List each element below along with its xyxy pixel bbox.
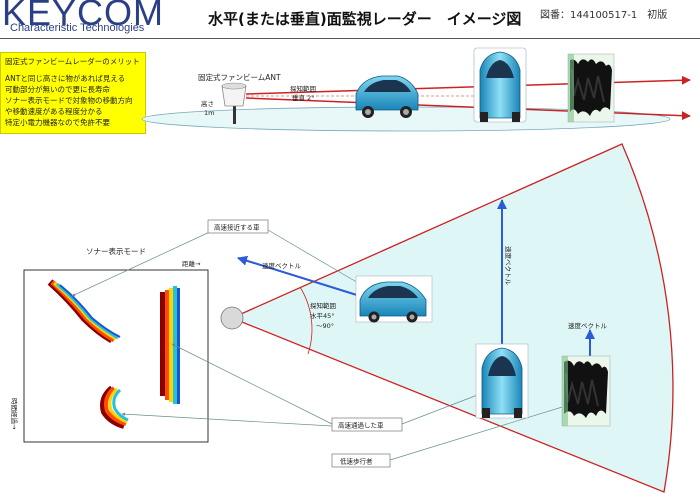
- beam-line-upper: [245, 75, 691, 95]
- merit-line-5: 特定小電力機器なので免許不要: [5, 118, 110, 127]
- time-axis-label: 時間経過→: [10, 398, 19, 430]
- top-range-value: 垂直 2°: [292, 93, 314, 102]
- merits-box: 固定式ファンビームレーダーのメリット ANTと同じ高さに物があれば見える 可動部…: [0, 52, 146, 134]
- antenna-label: 固定式ファンビームANT: [198, 72, 281, 82]
- pedestrians-bottom: [561, 355, 611, 427]
- bottom-range-h2: 〜90°: [316, 322, 334, 330]
- leader-approaching-to-car: [267, 229, 361, 285]
- logo-subtitle: Characteristic Technologies: [10, 22, 145, 34]
- merit-line-2: 可動部分が無いので更に長寿命: [5, 85, 110, 94]
- pedestrian-label: 低速歩行者: [340, 457, 373, 466]
- angle-arc: [299, 286, 313, 355]
- velocity-vector-label-1: 速度ベクトル: [262, 261, 302, 270]
- top-range-label: 探知範囲: [290, 84, 316, 93]
- passing-car-label-box: [331, 417, 403, 432]
- leader-passing-to-sonar: [171, 343, 333, 425]
- velocity-vector-label-2: 速度ベクトル: [504, 246, 513, 286]
- sonar-mode-label: ソナー表示モード: [86, 246, 146, 256]
- merit-line-1: ANTと同じ高さに物があれば見える: [5, 74, 126, 83]
- document-number: 図番：144100517-1 初版: [540, 10, 668, 21]
- merits-heading: 固定式ファンビームレーダーのメリット: [5, 57, 140, 66]
- sonar-trace-passing-car: [160, 286, 180, 404]
- distance-axis-label: 距離→: [182, 259, 201, 268]
- height-value: 1m: [204, 109, 214, 117]
- header-divider: [0, 38, 700, 39]
- beam-line-lower: [245, 97, 691, 121]
- bottom-range-label: 探知範囲: [310, 301, 336, 310]
- approaching-car-label-box: [207, 219, 269, 234]
- fan-beam-antenna: [221, 82, 247, 124]
- bottom-range-h: 水平45°: [310, 311, 335, 320]
- merit-line-3: ソナー表示モードで対象物の移動方向: [5, 96, 133, 105]
- velocity-vector-label-3: 速度ベクトル: [568, 321, 608, 330]
- sonar-trace-pedestrian: [100, 385, 129, 429]
- sonar-trace-approaching: [47, 279, 121, 344]
- leader-pedestrian-to-target: [389, 403, 573, 461]
- passing-car-label: 高速通過した車: [338, 421, 384, 430]
- company-logo: KEYCOM: [2, 0, 165, 33]
- car-side-top: [355, 75, 419, 118]
- height-label: 高さ: [201, 99, 214, 108]
- car-approaching: [355, 275, 433, 323]
- pedestrian-label-box: [331, 453, 391, 468]
- car-passing: [475, 343, 529, 419]
- detection-fan-area: [230, 143, 674, 493]
- car-front-top: [473, 47, 527, 123]
- radar-origin: [220, 306, 244, 330]
- approaching-car-label: 高速接近する車: [214, 223, 260, 232]
- page-title: 水平(または垂直)面監視レーダー イメージ図: [208, 10, 522, 28]
- merit-line-4: や移動速度がある程度分かる: [5, 107, 103, 116]
- pedestrians-top: [567, 53, 615, 123]
- leader-approaching-to-sonar: [71, 229, 215, 297]
- leader-passing-to-blip: [121, 412, 333, 427]
- velocity-arrow-approaching: [237, 255, 361, 297]
- leader-passing-to-car: [401, 393, 481, 425]
